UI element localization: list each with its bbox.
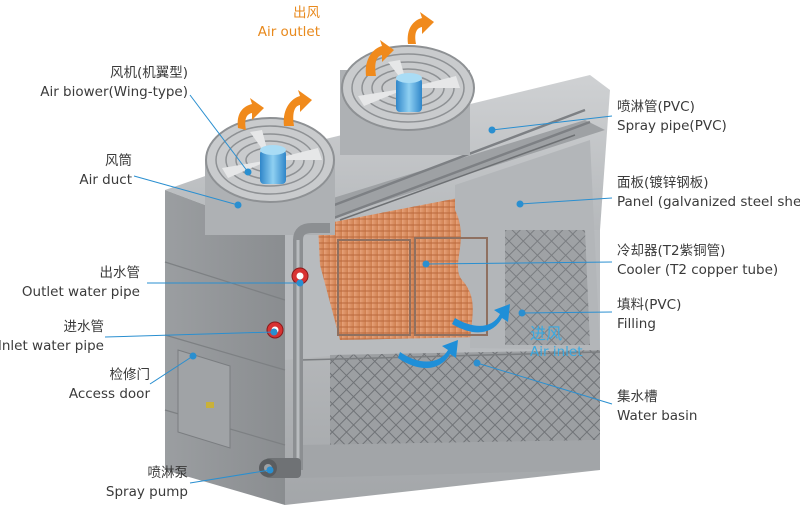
outlet-pipe-cn: 出水管 xyxy=(99,265,141,281)
label-cooler: 冷却器(T2紫铜管) Cooler (T2 copper tube) xyxy=(617,242,778,280)
label-filling: 填料(PVC) Filling xyxy=(617,296,681,334)
spray-pump-en: Spray pump xyxy=(105,484,188,500)
label-air-outlet: 出风 Air outlet xyxy=(258,4,320,42)
label-air-inlet: 进风 Air inlet xyxy=(530,324,582,362)
air-inlet-arrows xyxy=(398,304,510,369)
leader-lines xyxy=(104,94,613,484)
leader-dot-filling xyxy=(518,309,526,317)
label-fan: 风机(机翼型) Air biower(Wing-type) xyxy=(40,64,188,102)
cooler-en: Cooler (T2 copper tube) xyxy=(617,262,779,278)
leader-dot-panel xyxy=(516,200,524,208)
air-inlet-grille xyxy=(330,350,600,445)
leader-water-basin xyxy=(476,362,613,405)
water-basin-cn: 集水槽 xyxy=(617,389,658,405)
leader-access-door xyxy=(149,355,194,385)
label-water-basin: 集水槽 Water basin xyxy=(617,388,697,426)
leader-dot-air-duct xyxy=(234,201,242,209)
filling-cn: 填料(PVC) xyxy=(617,297,682,313)
leader-dot-inlet-pipe xyxy=(270,328,278,336)
leader-fan xyxy=(189,94,249,173)
air-duct-cn: 风筒 xyxy=(105,153,132,169)
panel-cn: 面板(镀锌钢板) xyxy=(617,175,709,191)
label-inlet-pipe: 进水管 Inlet water pipe xyxy=(0,318,104,356)
leader-spray-pipe xyxy=(491,115,613,131)
leader-dot-spray-pipe xyxy=(488,126,496,134)
water-basin-en: Water basin xyxy=(617,408,698,424)
leader-dot-spray-pump xyxy=(266,466,274,474)
leader-spray-pump xyxy=(189,469,271,484)
spray-pipe-en: Spray pipe(PVC) xyxy=(617,118,727,134)
leader-dot-cooler xyxy=(422,260,430,268)
label-access-door: 检修门 Access door xyxy=(69,366,150,404)
fan-cn: 风机(机翼型) xyxy=(109,65,188,81)
tower-left-face xyxy=(165,190,285,505)
inlet-pipe-cn: 进水管 xyxy=(63,319,105,335)
panel-en: Panel (galvanized steel sheet) xyxy=(617,194,800,210)
fan-en: Air biower(Wing-type) xyxy=(40,84,188,100)
label-outlet-pipe: 出水管 Outlet water pipe xyxy=(22,264,140,302)
label-panel: 面板(镀锌钢板) Panel (galvanized steel sheet) xyxy=(617,174,800,212)
filling-en: Filling xyxy=(617,316,656,332)
access-door-cn: 检修门 xyxy=(109,367,151,383)
air-outlet-arrows xyxy=(237,12,434,130)
leader-panel xyxy=(519,197,613,205)
fan1-motor xyxy=(260,150,286,184)
air-outlet-cn: 出风 xyxy=(293,5,320,21)
leader-dot-outlet-pipe xyxy=(296,279,304,287)
leader-dot-fan xyxy=(244,168,252,176)
access-door-en: Access door xyxy=(68,386,150,402)
leader-filling xyxy=(521,311,613,314)
leader-air-duct xyxy=(133,175,239,206)
outlet-pipe-en: Outlet water pipe xyxy=(21,284,140,300)
leader-cooler xyxy=(425,261,613,265)
filling-mesh xyxy=(505,230,590,345)
air-outlet-en: Air outlet xyxy=(257,24,320,40)
access-door-panel xyxy=(177,349,231,449)
air-inlet-cn: 进风 xyxy=(530,324,563,343)
label-spray-pipe: 喷淋管(PVC) Spray pipe(PVC) xyxy=(617,98,727,136)
air-duct-en: Air duct xyxy=(79,172,132,188)
spray-pump-cn: 喷淋泵 xyxy=(147,465,189,481)
air-inlet-en: Air inlet xyxy=(530,344,583,360)
fan2-motor xyxy=(396,78,422,112)
cooler-cn: 冷却器(T2紫铜管) xyxy=(617,243,726,259)
leader-dot-access-door xyxy=(189,352,197,360)
leader-dot-water-basin xyxy=(473,359,481,367)
label-air-duct: 风筒 Air duct xyxy=(79,152,132,190)
spray-pipe-cn: 喷淋管(PVC) xyxy=(617,99,695,115)
inlet-pipe-en: Inlet water pipe xyxy=(0,338,104,354)
basin-band xyxy=(300,440,600,478)
leader-inlet-pipe xyxy=(104,331,275,338)
label-spray-pump: 喷淋泵 Spray pump xyxy=(106,464,188,502)
